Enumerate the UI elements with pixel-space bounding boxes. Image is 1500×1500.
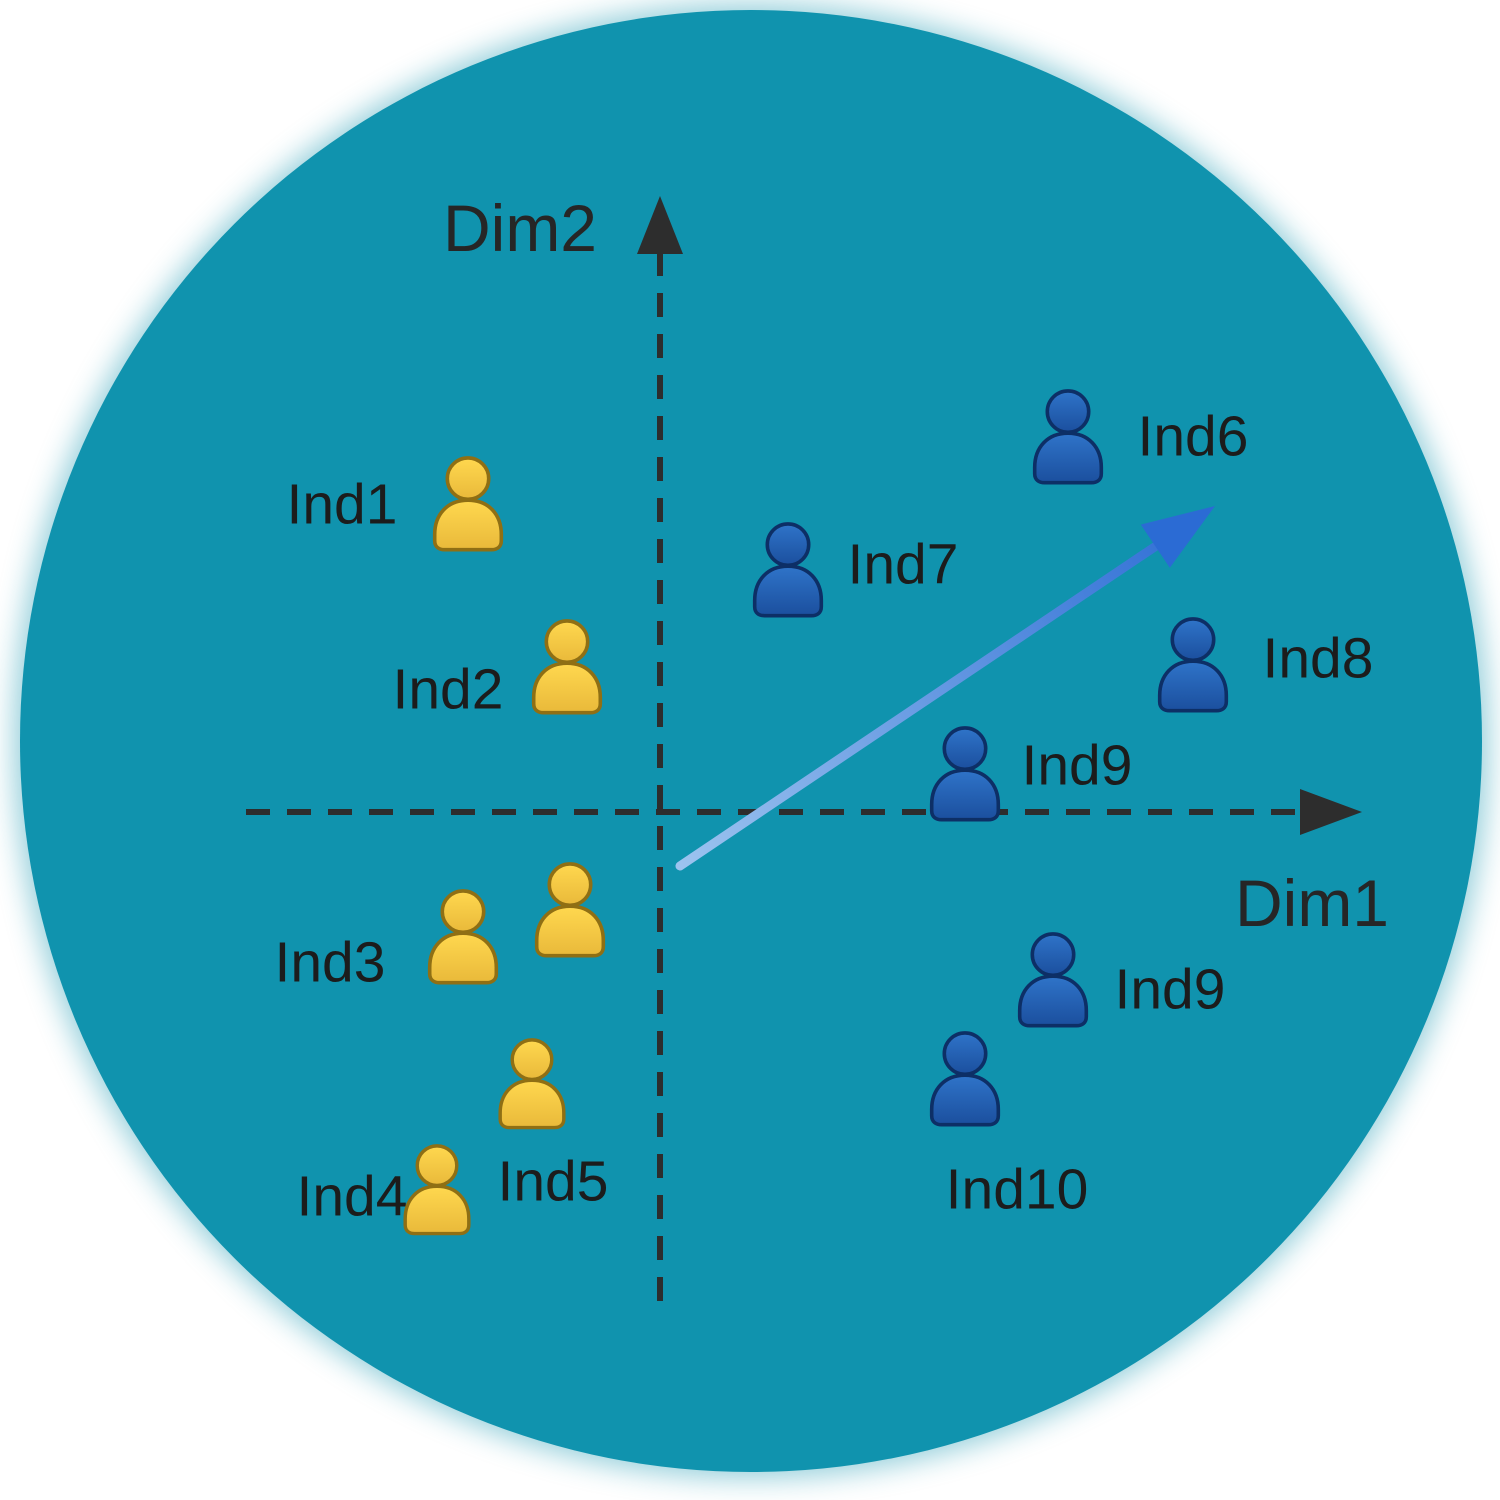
trend-arrow-head — [1140, 506, 1215, 568]
label-ind9: Ind9 — [1021, 733, 1133, 798]
person-icon-ind9 — [920, 721, 1010, 823]
person-icon-ind3-a — [418, 884, 508, 986]
person-icon-ind10 — [920, 1026, 1010, 1128]
person-icon-ind1 — [423, 451, 513, 553]
label-ind1: Ind1 — [286, 472, 398, 537]
person-icon-ind4 — [394, 1139, 480, 1237]
person-icon-ind6 — [1023, 384, 1113, 486]
person-icon-ind2 — [522, 614, 612, 716]
person-icon-ind3-b — [525, 857, 615, 959]
label-ind9b: Ind9 — [1114, 957, 1226, 1022]
background-circle — [20, 10, 1482, 1472]
x-axis-arrowhead — [1300, 789, 1362, 835]
label-ind8: Ind8 — [1262, 626, 1374, 691]
label-ind5: Ind5 — [497, 1149, 609, 1214]
label-ind7: Ind7 — [847, 532, 959, 597]
label-ind3: Ind3 — [274, 930, 386, 995]
y-axis-title: Dim2 — [442, 191, 598, 265]
y-axis-arrowhead — [637, 196, 683, 254]
person-icon-ind9b — [1008, 927, 1098, 1029]
label-ind6: Ind6 — [1137, 404, 1249, 469]
x-axis-title: Dim1 — [1234, 866, 1390, 940]
trend-arrow-line — [675, 537, 1167, 871]
person-icon-ind5 — [489, 1033, 575, 1131]
label-ind4: Ind4 — [296, 1164, 408, 1229]
label-ind10: Ind10 — [945, 1157, 1089, 1222]
person-icon-ind8 — [1148, 612, 1238, 714]
person-icon-ind7 — [743, 517, 833, 619]
label-ind2: Ind2 — [392, 657, 504, 722]
